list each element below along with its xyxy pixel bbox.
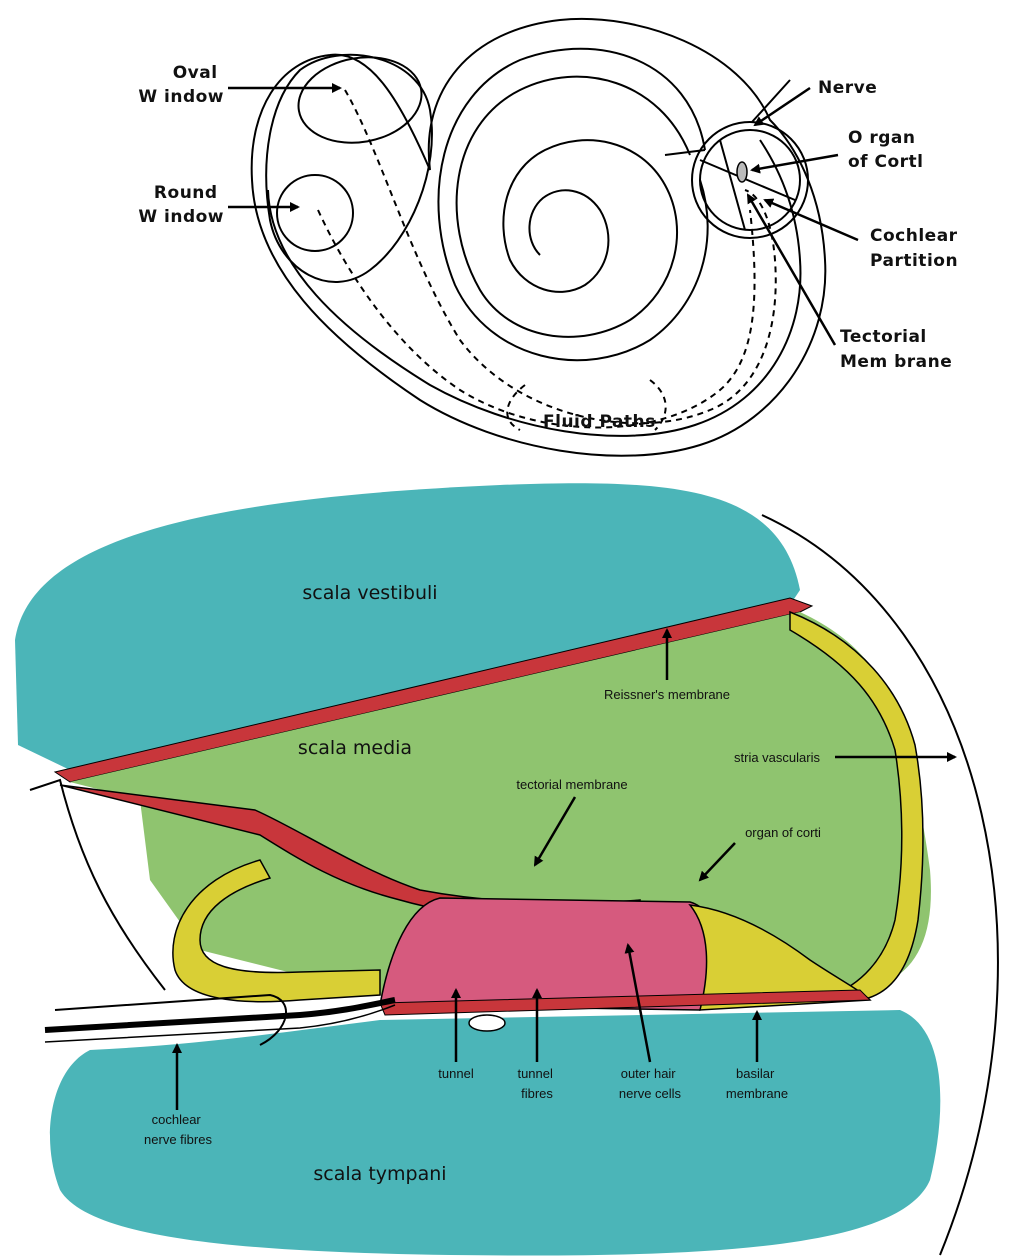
organ-of-corti-shape — [737, 162, 747, 182]
tectorial-membrane-top-label-line1: Tectorial — [840, 327, 927, 347]
round-window-label-line2: W indow — [138, 207, 224, 227]
cochlea-schematic: Oval W indow Round W indow Nerve O rgan … — [138, 19, 964, 456]
nerve-line — [665, 80, 790, 155]
cochlear-partition-label-line1: Cochlear — [870, 226, 958, 246]
scala-vestibuli-label: scala vestibuli — [302, 582, 437, 604]
tunnel-label: tunnel — [438, 1066, 474, 1081]
organ-of-corti-top-label: O rgan of Cortl — [848, 128, 924, 172]
cochlea-spiral-inner — [438, 49, 707, 360]
organ-of-corti-shape-detail — [380, 898, 714, 1010]
tectorial-membrane-arrow — [748, 195, 835, 345]
outer-hair-nerve-cells-label-line2: nerve cells — [619, 1086, 682, 1101]
tunnel-fibres-label-line2: fibres — [521, 1086, 553, 1101]
outer-hair-nerve-cells-label-line1: outer hair — [621, 1066, 677, 1081]
tectorial-membrane-top-label-line2: Mem brane — [840, 352, 952, 372]
organ-of-corti-top-label-line2: of Cortl — [848, 152, 924, 172]
scala-media-label: scala media — [298, 737, 412, 759]
tectorial-membrane-label: tectorial membrane — [516, 777, 627, 792]
tunnel-vessel — [469, 1015, 505, 1031]
fluid-path-inner — [318, 210, 755, 428]
oval-window-label: Oval W indow — [138, 63, 224, 107]
cochlear-partition-label: Cochlear Partition — [870, 226, 964, 271]
organ-of-corti-top-label-line1: O rgan — [848, 128, 916, 148]
round-window-label: Round W indow — [138, 183, 224, 227]
cochlear-nerve-fibres-label-line1: cochlear — [152, 1112, 202, 1127]
cochlear-partition-label-line2: Partition — [870, 251, 958, 271]
reissner-line — [720, 140, 745, 230]
oval-window-label-line1: Oval — [173, 63, 218, 83]
organ-of-corti-label: organ of corti — [745, 825, 821, 840]
cochlea-inner-outline — [268, 140, 800, 436]
cochlea-spiral — [457, 77, 690, 337]
tunnel-fibres-label-line1: tunnel — [517, 1066, 553, 1081]
round-window-label-line1: Round — [154, 183, 218, 203]
basilar-membrane-label-line1: basilar — [736, 1066, 775, 1081]
oval-window-label-line2: W indow — [138, 87, 224, 107]
tectorial-membrane-top-label: Tectorial Mem brane — [840, 327, 952, 372]
fluid-paths-label: Fluid Paths — [543, 412, 656, 432]
reissners-membrane-label: Reissner's membrane — [604, 687, 730, 702]
basilar-membrane-label-line2: membrane — [726, 1086, 788, 1101]
cochlear-nerve-fibres-label-line2: nerve fibres — [144, 1132, 212, 1147]
stria-vascularis-label: stria vascularis — [734, 750, 820, 765]
nerve-label: Nerve — [818, 78, 877, 98]
nerve-label-line1: Nerve — [818, 78, 877, 98]
fluid-paths-label-line1: Fluid Paths — [543, 412, 656, 432]
cochlea-cross-section-detail: scala vestibuli Reissner's membrane scal… — [15, 483, 998, 1255]
round-window-shape — [277, 175, 353, 251]
scala-tympani-label: scala tympani — [313, 1163, 446, 1185]
